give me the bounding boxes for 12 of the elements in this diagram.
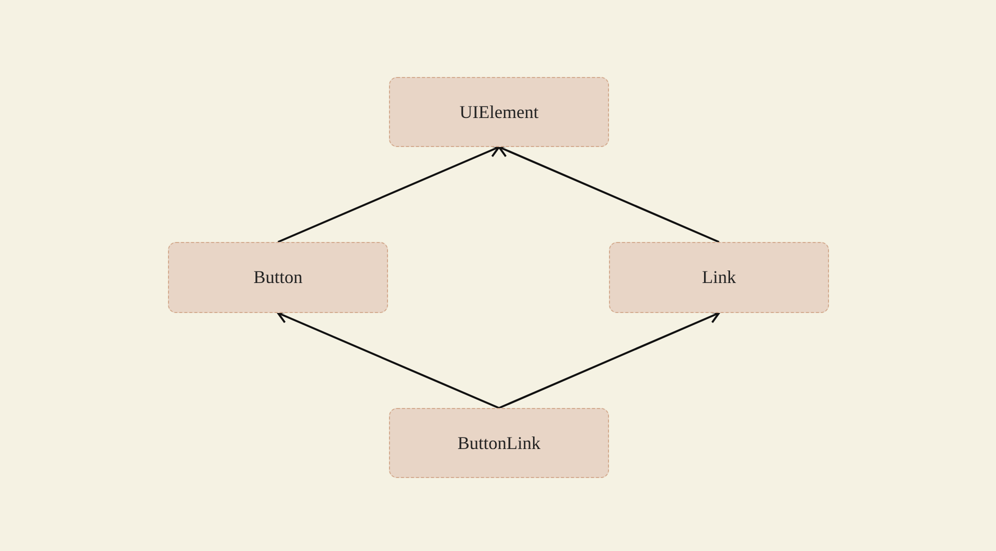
class-box (389, 408, 609, 478)
class-name: Link (702, 267, 736, 288)
arrow (498, 310, 720, 409)
class-box (168, 242, 388, 313)
arrow (278, 144, 500, 243)
arrow (277, 310, 500, 409)
arrow (498, 144, 720, 243)
class-box (389, 77, 609, 147)
class-box (609, 242, 829, 313)
class-name: Button (253, 267, 302, 288)
class-name: UIElement (460, 102, 538, 122)
class-name: ButtonLink (457, 432, 540, 454)
